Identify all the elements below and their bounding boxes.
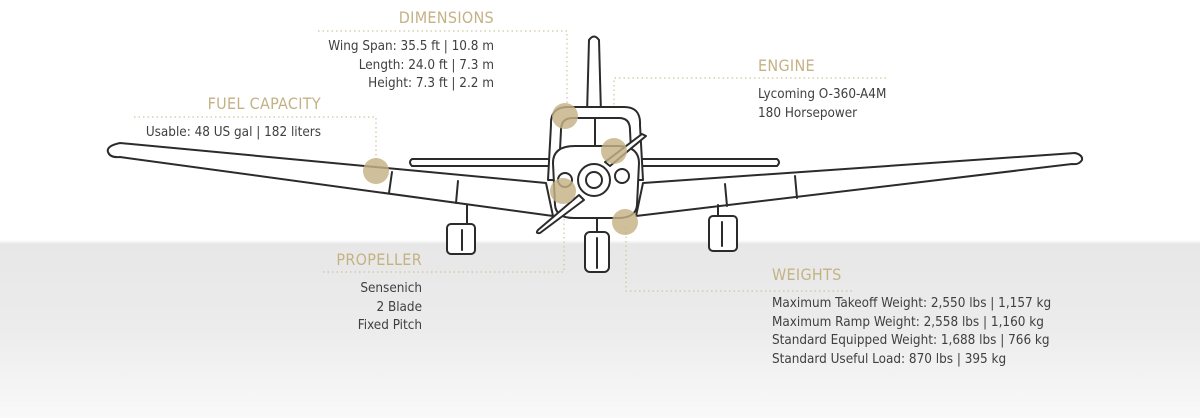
left-main-gear bbox=[446, 204, 476, 255]
engine-horsepower: 180 Horsepower bbox=[758, 105, 858, 121]
engine-heading: ENGINE bbox=[758, 56, 815, 75]
right-main-gear bbox=[708, 204, 738, 252]
engine-model: Lycoming O-360-A4M bbox=[758, 87, 887, 102]
propeller-maker: Sensenich bbox=[360, 281, 422, 296]
leader-propeller bbox=[323, 194, 565, 273]
propeller-hotspot bbox=[550, 178, 576, 204]
wing-span-value: Wing Span: 35.5 ft | 10.8 m bbox=[328, 39, 494, 54]
max-ramp-weight: Maximum Ramp Weight: 2,558 lbs | 1,160 k… bbox=[772, 314, 1044, 330]
propeller-blades: 2 Blade bbox=[376, 299, 422, 315]
standard-useful-load: Standard Useful Load: 870 lbs | 395 kg bbox=[772, 351, 1007, 367]
leader-engine bbox=[613, 77, 886, 148]
dimensions-details: Wing Span: 35.5 ft | 10.8 m Length: 24.0… bbox=[328, 38, 494, 94]
right-wing bbox=[635, 152, 1084, 217]
length-value: Length: 24.0 ft | 7.3 m bbox=[358, 57, 494, 73]
usable-fuel-value: Usable: 48 US gal | 182 liters bbox=[145, 125, 321, 140]
max-takeoff-weight: Maximum Takeoff Weight: 2,550 lbs | 1,15… bbox=[772, 296, 1052, 311]
left-wing bbox=[106, 142, 554, 217]
propeller-heading: PROPELLER bbox=[336, 250, 422, 269]
fuel-capacity-hotspot bbox=[363, 158, 389, 184]
height-value: Height: 7.3 ft | 2.2 m bbox=[368, 76, 494, 91]
propeller-blade bbox=[535, 194, 585, 235]
leader-dimensions bbox=[318, 30, 568, 112]
fuel-capacity-heading: FUEL CAPACITY bbox=[207, 94, 321, 113]
standard-equipped-weight: Standard Equipped Weight: 1,688 lbs | 76… bbox=[772, 333, 1050, 348]
propeller-pitch: Fixed Pitch bbox=[357, 318, 422, 333]
vertical-fin bbox=[586, 35, 602, 115]
leader-weights bbox=[625, 226, 852, 292]
weights-details: Maximum Takeoff Weight: 2,550 lbs | 1,15… bbox=[772, 295, 1051, 369]
engine-hotspot bbox=[601, 138, 627, 164]
dimensions-hotspot bbox=[552, 103, 578, 129]
weights-hotspot bbox=[612, 209, 638, 235]
leader-fuel bbox=[134, 116, 377, 168]
propeller-details: Sensenich 2 Blade Fixed Pitch bbox=[358, 280, 422, 336]
engine-details: Lycoming O-360-A4M 180 Horsepower bbox=[758, 86, 886, 123]
fuel-capacity-details: Usable: 48 US gal | 182 liters bbox=[146, 124, 321, 143]
weights-heading: WEIGHTS bbox=[772, 265, 842, 284]
dimensions-heading: DIMENSIONS bbox=[398, 8, 494, 27]
nose-gear bbox=[584, 217, 610, 273]
